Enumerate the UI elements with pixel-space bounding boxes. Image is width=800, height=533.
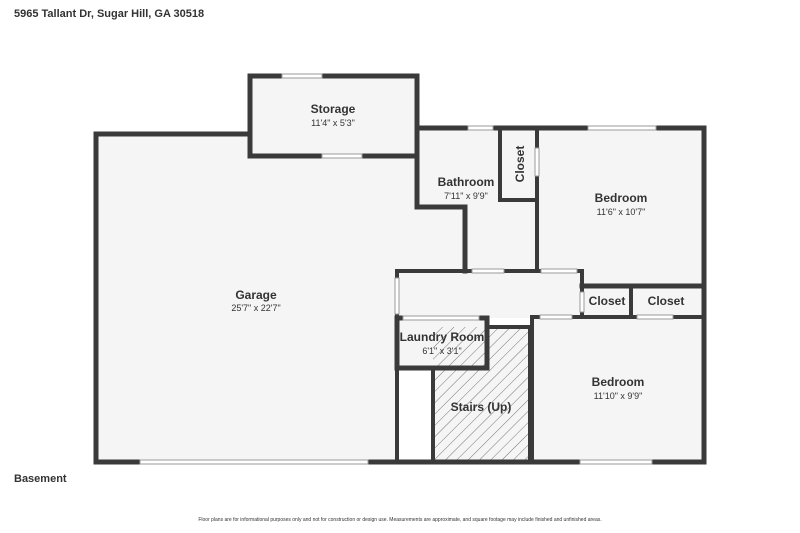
window [321,153,363,159]
doorway [471,268,505,274]
room-bathroom: Bathroom 7'11" x 9'9" [438,175,495,201]
room-stairs: Stairs (Up) [451,400,512,414]
doorway [539,314,573,320]
room-closet-bath: Closet [513,146,527,183]
doorway [579,291,585,313]
window [281,73,323,79]
window [534,147,540,177]
stairs-hatch [433,327,530,462]
room-dimensions: 11'6" x 10'7" [597,207,646,217]
property-address: 5965 Tallant Dr, Sugar Hill, GA 30518 [14,8,205,20]
room-dimensions: 25'7" x 22'7" [231,303,280,313]
room-name: Stairs (Up) [451,400,512,414]
doorway [636,314,674,320]
room-storage: Storage 11'4" x 5'3" [311,102,356,128]
room-closet-b: Closet [648,294,685,308]
room-garage: Garage 25'7" x 22'7" [231,288,280,313]
room-name: Bedroom [595,191,648,205]
floor-level-label: Basement [14,473,67,485]
room-bedroom-1: Bedroom 11'6" x 10'7" [595,191,648,217]
room-dimensions: 7'11" x 9'9" [444,191,488,201]
doorway [402,315,480,321]
room-name: Closet [513,146,527,183]
room-dimensions: 11'10" x 9'9" [594,391,643,401]
room-name: Laundry Room [400,330,485,344]
garage-door [139,459,369,465]
room-closet-a: Closet [589,294,626,308]
room-name: Closet [648,294,685,308]
window [587,125,657,131]
room-name: Bathroom [438,175,495,189]
window [467,125,494,131]
room-bedroom-2: Bedroom 11'10" x 9'9" [592,375,645,401]
room-name: Bedroom [592,375,645,389]
disclaimer: Floor plans are for informational purpos… [198,517,602,523]
doorway [394,277,400,315]
room-dimensions: 11'4" x 5'3" [311,118,355,128]
openings [139,73,674,465]
room-dimensions: 6'1" x 3'1" [422,346,461,356]
floor-fills [96,76,704,462]
doorway [540,268,578,274]
room-name: Closet [589,294,626,308]
window [579,459,653,465]
room-laundry: Laundry Room 6'1" x 3'1" [400,330,485,356]
room-name: Storage [311,102,356,116]
room-name: Garage [235,288,277,302]
